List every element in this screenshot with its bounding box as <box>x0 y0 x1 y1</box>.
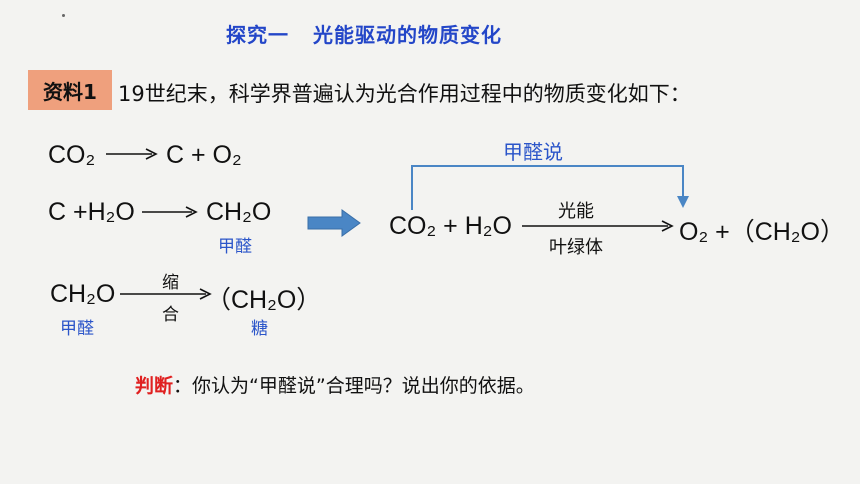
reaction1-arrow <box>106 148 158 160</box>
judge-colon: ： <box>173 375 193 397</box>
material-tag: 资料1 <box>28 70 112 110</box>
title-part2: 光能驱动的物质变化 <box>313 23 502 47</box>
reaction3-left: CH₂O <box>50 280 116 308</box>
reaction1-right: C + O₂ <box>166 141 242 169</box>
reaction3-arrow-top: 缩 <box>162 273 179 293</box>
reaction3-arrow-bottom: 合 <box>162 305 179 325</box>
title-part1: 探究一 <box>226 23 289 47</box>
reaction3-right: （CH₂O） <box>206 286 322 314</box>
overall-right: O₂ +（CH₂O） <box>679 218 845 246</box>
reaction1-left: CO₂ <box>48 141 96 169</box>
judge-lead: 判断 <box>135 375 174 397</box>
overall-arrow-bottom: 叶绿体 <box>549 237 603 258</box>
reaction2-left: C +H₂O <box>48 198 135 226</box>
page-title: 探究一光能驱动的物质变化 <box>226 19 502 48</box>
decor-dot <box>62 14 65 17</box>
reaction2-right-label: 甲醛 <box>218 237 252 257</box>
overall-arrow <box>522 220 674 232</box>
judge-text: 你认为“甲醛说”合理吗？说出你的依据。 <box>192 375 535 397</box>
reaction3-arrow <box>120 288 212 300</box>
overall-left: CO₂ + H₂O <box>389 212 512 240</box>
reaction3-left-label: 甲醛 <box>60 319 94 339</box>
implies-arrow-icon <box>307 209 361 237</box>
material-intro: 19世纪末，科学界普遍认为光合作用过程中的物质变化如下： <box>118 82 691 106</box>
formaldehyde-loop-arrow <box>411 165 689 210</box>
loop-label: 甲醛说 <box>503 140 563 164</box>
judge-question: 判断：你认为“甲醛说”合理吗？说出你的依据。 <box>135 371 535 398</box>
reaction2-right: CH₂O <box>206 198 272 226</box>
reaction3-right-label: 糖 <box>251 319 268 339</box>
overall-arrow-top: 光能 <box>558 201 594 222</box>
reaction2-arrow <box>142 206 198 218</box>
